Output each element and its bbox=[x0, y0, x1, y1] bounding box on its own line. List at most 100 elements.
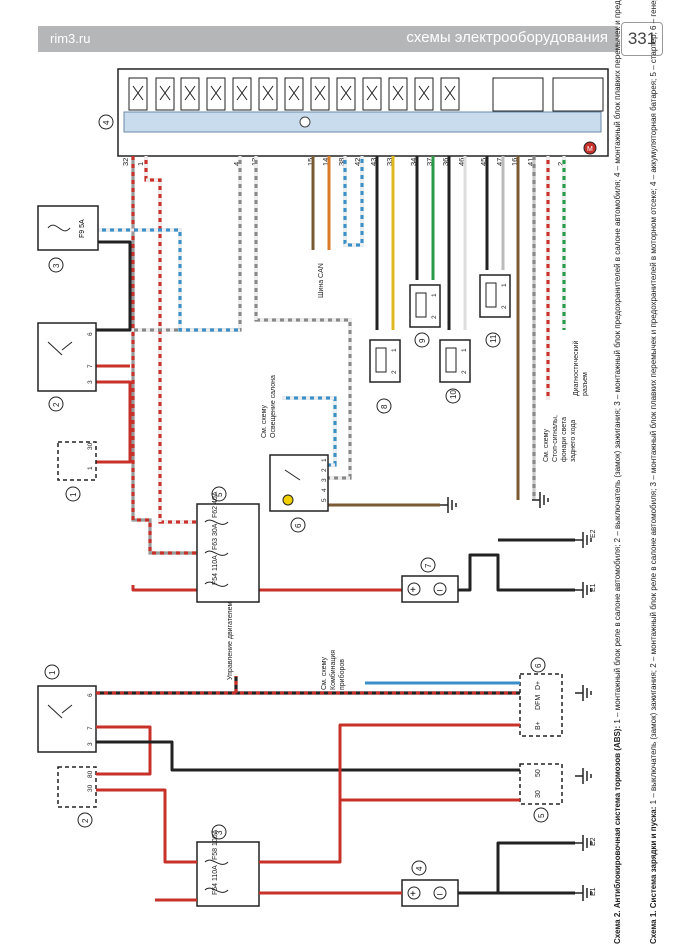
wire-s1-starter30 bbox=[259, 798, 520, 864]
section-title: схемы электрооборудования bbox=[406, 29, 608, 46]
s2-num-9-circle bbox=[414, 332, 430, 348]
wire-black-fuse bbox=[96, 240, 132, 332]
svg-text:–: – bbox=[437, 585, 443, 596]
starter bbox=[519, 763, 563, 805]
module-pin-45: 45 bbox=[479, 158, 488, 166]
ground-e1-s2 bbox=[575, 582, 592, 598]
tcs-pin-5: 5 bbox=[321, 498, 328, 502]
stop-label-2: Стоп-сигналы, bbox=[552, 415, 559, 462]
gen-pin-bplus: B+ bbox=[535, 721, 542, 730]
sensor-pin1-2: 1 bbox=[461, 348, 468, 352]
s2-fuse-f63: F63 30A bbox=[212, 523, 219, 550]
tcs-switch bbox=[269, 454, 329, 512]
valve-coil-12 bbox=[444, 85, 456, 101]
wire-pin13-stripe bbox=[254, 156, 352, 480]
s1-num-5: 5 bbox=[537, 813, 546, 818]
sensor-11 bbox=[479, 274, 511, 318]
s1-num-1: 1 bbox=[48, 670, 57, 675]
valve-coil-9 bbox=[366, 85, 378, 101]
module-pin-34: 34 bbox=[409, 158, 418, 166]
sensor-pin2-2: 2 bbox=[461, 370, 468, 374]
tcs-pin-2: 2 bbox=[321, 468, 328, 472]
wire-f54 bbox=[131, 585, 197, 592]
module-pin-41: 41 bbox=[526, 158, 535, 166]
cluster-label-2: Комбинация bbox=[329, 650, 337, 690]
light-label-2: Освещение салона bbox=[270, 375, 277, 438]
valve-coil-6 bbox=[288, 85, 300, 101]
wire-light-stripe bbox=[282, 396, 337, 467]
valve-11 bbox=[414, 77, 434, 111]
s2-num-11: 11 bbox=[489, 334, 498, 343]
page-number: 331 bbox=[621, 22, 663, 56]
s1-fuse-f54: F54 110A bbox=[212, 865, 219, 895]
site-name: rim3.ru bbox=[50, 31, 91, 46]
battery-s2: + – bbox=[401, 575, 459, 603]
s2-num-1: 1 bbox=[69, 492, 78, 497]
sensor-pin2-3: 2 bbox=[501, 305, 508, 309]
s2-num-3: 3 bbox=[52, 263, 61, 268]
s1-num-1-circle bbox=[44, 664, 60, 680]
tcs-pin-4: 4 bbox=[321, 488, 328, 492]
valve-coil-11 bbox=[418, 85, 430, 101]
diag-label-2: разъем bbox=[582, 372, 589, 396]
valve-coil-4 bbox=[236, 85, 248, 101]
sensor-pin1-3: 1 bbox=[501, 283, 508, 287]
module-pin-4: 4 bbox=[232, 162, 241, 166]
valve-6 bbox=[284, 77, 304, 111]
s2-ign-3: 3 bbox=[87, 380, 94, 384]
sensor-pin2-0: 2 bbox=[391, 370, 398, 374]
scheme2-caption-title: Схема 2. Антиблокировочная система тормо… bbox=[613, 725, 622, 944]
s2-num-2-circle bbox=[48, 396, 64, 412]
light-label-1: См. схему bbox=[261, 405, 268, 438]
diag-label-1: Диагностический bbox=[572, 341, 580, 396]
s1-ground-e1: E1 bbox=[590, 887, 597, 896]
ground-gen bbox=[575, 685, 592, 701]
s2-num-2: 2 bbox=[52, 402, 61, 407]
wire-ign-3 bbox=[96, 380, 132, 464]
fuse-block-5 bbox=[196, 503, 260, 603]
s2-num-5: 5 bbox=[215, 492, 224, 497]
sensor-pin1-0: 1 bbox=[391, 348, 398, 352]
s1-ign-6: 6 bbox=[87, 693, 94, 697]
module-pin-47: 47 bbox=[495, 158, 504, 166]
stop-label-4: заднего хода bbox=[570, 420, 577, 462]
ground-e2-s2 bbox=[575, 532, 592, 548]
s1-num-2-circle bbox=[77, 812, 93, 828]
s2-num-4: 4 bbox=[102, 120, 111, 125]
stop-label-1: См. схему bbox=[543, 429, 550, 462]
fuse-block-3: F9 5A bbox=[37, 205, 99, 251]
wire-pin32 bbox=[131, 156, 197, 555]
s2-num-7: 7 bbox=[424, 563, 433, 568]
relay-block-s1 bbox=[57, 766, 97, 808]
wheel-sensors bbox=[369, 274, 511, 383]
s2-num-6: 6 bbox=[294, 523, 303, 528]
module-pin-15: 15 bbox=[306, 158, 315, 166]
s2-num-8: 8 bbox=[380, 404, 389, 409]
s1-num-6-circle bbox=[530, 657, 546, 673]
ground-e1-s1 bbox=[575, 885, 592, 901]
scheme1-caption: Схема 1. Система зарядки и пуска: 1 – вы… bbox=[648, 0, 659, 944]
module-pin-36: 36 bbox=[441, 158, 450, 166]
module-pin-2: 2 bbox=[556, 162, 565, 166]
module-pin-38: 38 bbox=[337, 158, 346, 166]
valve-coil-8 bbox=[340, 85, 352, 101]
engine-label: Управление двигателем bbox=[227, 602, 234, 680]
tcs-pin-1: 1 bbox=[321, 458, 328, 462]
module-pin-43: 43 bbox=[369, 158, 378, 166]
sensor-pin2-1: 2 bbox=[431, 315, 438, 319]
module-pin-46: 46 bbox=[457, 158, 466, 166]
module-pin-32: 32 bbox=[121, 158, 130, 166]
wire-s1-7 bbox=[96, 725, 152, 776]
sensor-coil-10 bbox=[445, 347, 457, 373]
ignition-switch-s1 bbox=[37, 685, 97, 753]
s1-num-4: 4 bbox=[415, 866, 424, 871]
module-pin-33: 33 bbox=[385, 158, 394, 166]
svg-text:–: – bbox=[437, 889, 443, 900]
wire-s1-minus bbox=[458, 841, 575, 895]
valve-2 bbox=[180, 77, 200, 111]
valve-coil-1 bbox=[159, 85, 171, 101]
cluster-label-1: См. схему bbox=[321, 657, 328, 690]
